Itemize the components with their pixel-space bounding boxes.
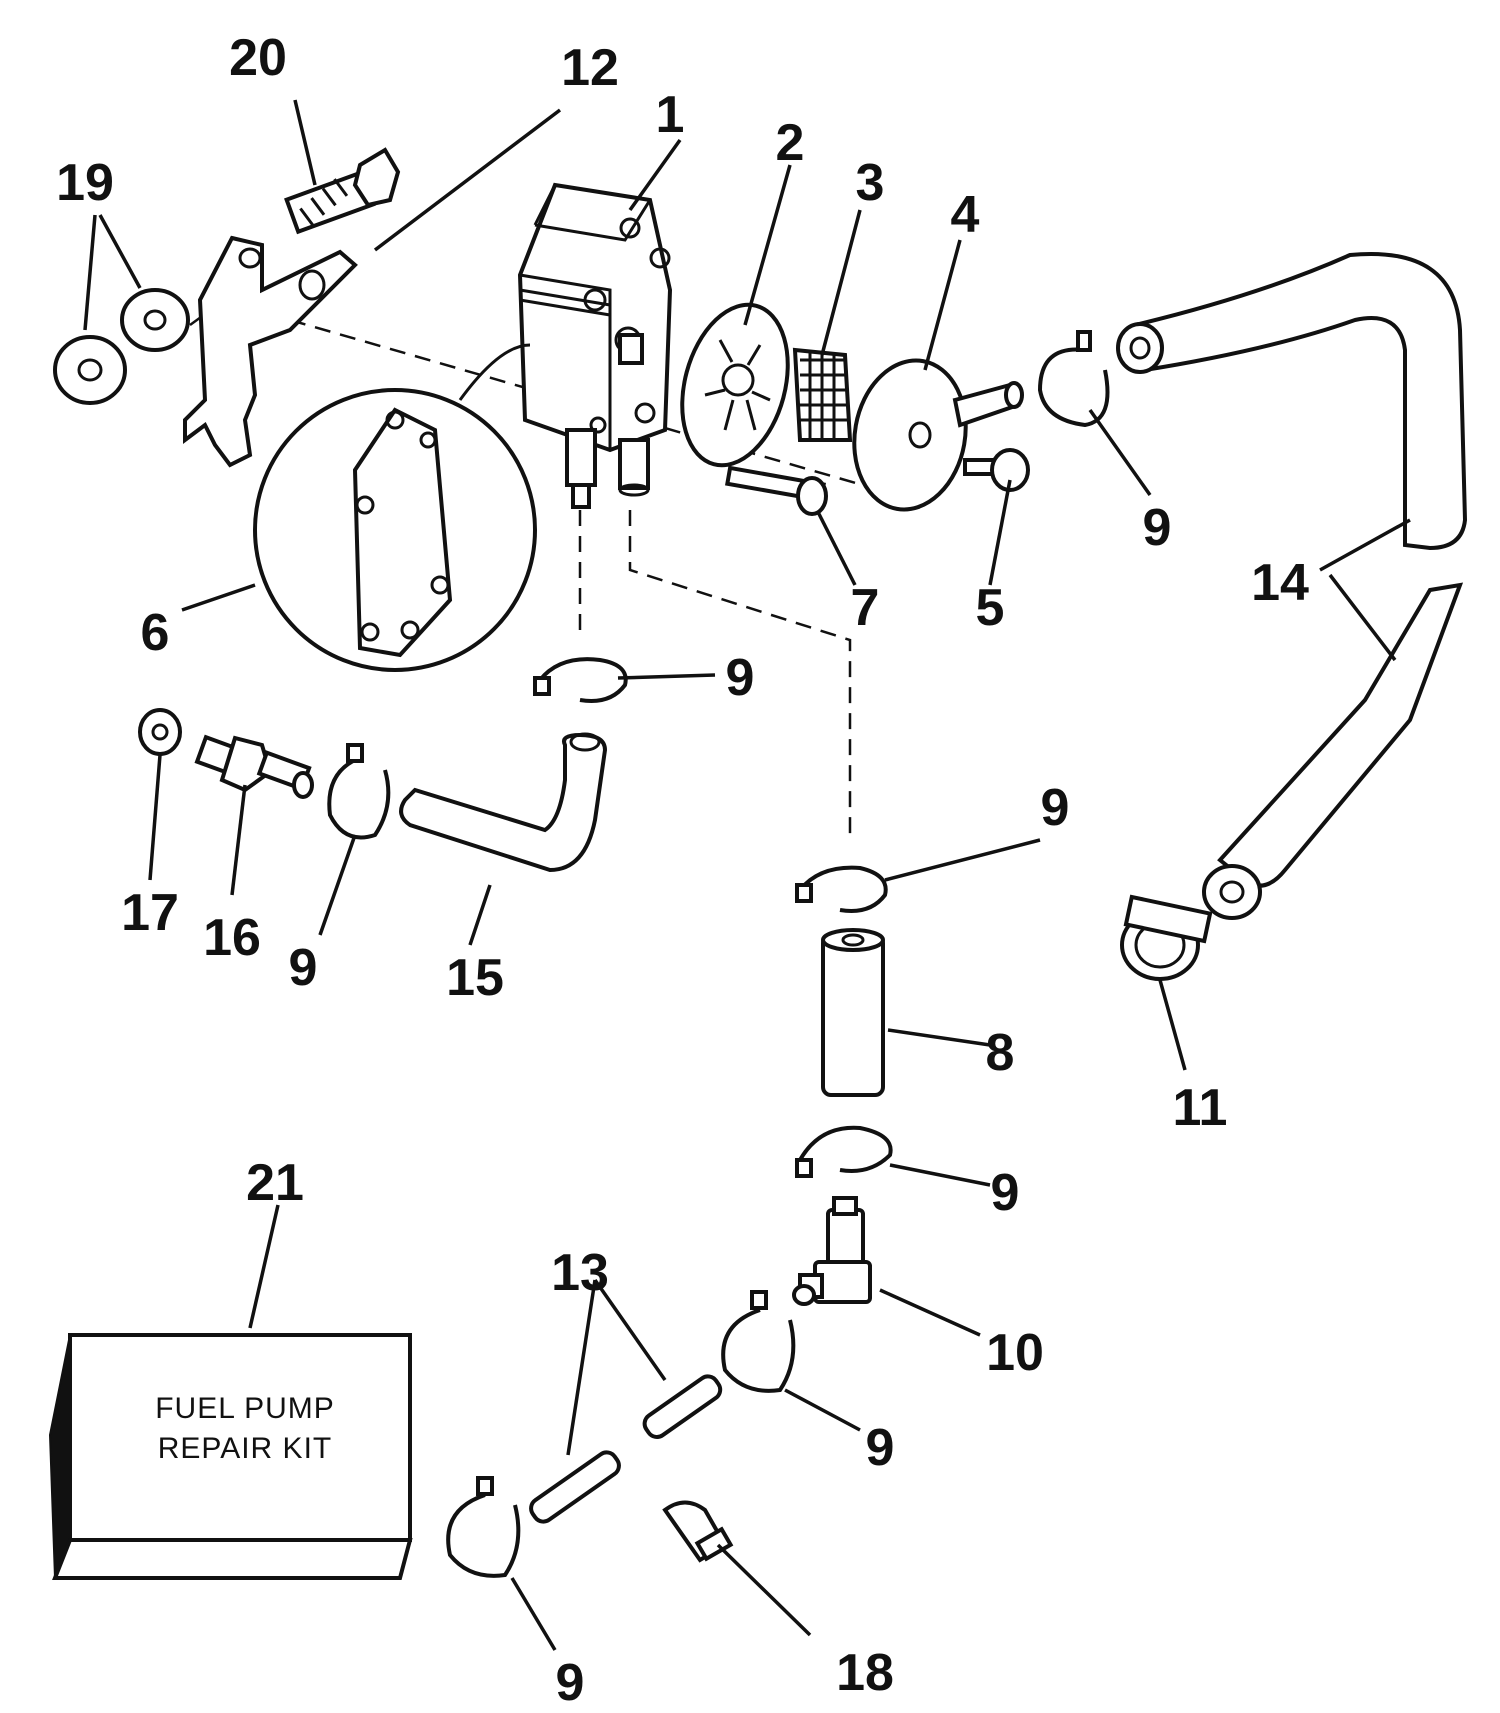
callout-10: 10 bbox=[986, 1324, 1044, 1382]
kit-label-line-2: REPAIR KIT bbox=[158, 1432, 332, 1465]
part-17-washer bbox=[138, 708, 182, 756]
leader-lines bbox=[83, 99, 1411, 1651]
callout-9e: 9 bbox=[991, 1164, 1020, 1222]
callout-6: 6 bbox=[141, 604, 170, 662]
callout-9d: 9 bbox=[1041, 779, 1070, 837]
part-9-clip-e bbox=[795, 1125, 893, 1178]
callout-15: 15 bbox=[446, 949, 504, 1007]
part-21-repair-kit-box bbox=[48, 1333, 413, 1580]
callout-9c: 9 bbox=[289, 939, 318, 997]
callout-1: 1 bbox=[656, 86, 685, 144]
callout-16: 16 bbox=[203, 909, 261, 967]
part-5-thumb-screw bbox=[963, 448, 1030, 492]
repair-kit-label: FUEL PUMP REPAIR KIT bbox=[155, 1392, 335, 1465]
callout-11: 11 bbox=[1173, 1079, 1228, 1137]
part-7-screw bbox=[725, 465, 828, 516]
callout-17: 17 bbox=[121, 884, 179, 942]
callout-21: 21 bbox=[246, 1154, 304, 1212]
callout-14: 14 bbox=[1251, 554, 1309, 612]
callout-13: 13 bbox=[551, 1244, 609, 1302]
part-1-fuel-pump bbox=[458, 182, 673, 509]
part-9-clip-c bbox=[327, 743, 391, 840]
part-9-clip-f bbox=[721, 1290, 796, 1393]
callout-5: 5 bbox=[976, 579, 1005, 637]
part-11-hose-clamp bbox=[1120, 894, 1213, 981]
callout-4: 4 bbox=[951, 186, 980, 244]
part-9-clip-g bbox=[446, 1476, 521, 1578]
part-16-fitting bbox=[194, 734, 314, 799]
callout-8: 8 bbox=[986, 1024, 1015, 1082]
part-8-hose-section bbox=[821, 928, 885, 1097]
part-9-clip-d bbox=[795, 865, 888, 913]
part-13-hose-pieces bbox=[529, 1374, 723, 1524]
callout-9f: 9 bbox=[866, 1419, 895, 1477]
part-15-elbow-hose bbox=[399, 732, 608, 873]
part-3-filter-screen bbox=[792, 347, 853, 442]
kit-label-line-1: FUEL PUMP bbox=[155, 1392, 335, 1425]
callout-19: 19 bbox=[56, 154, 114, 212]
callout-18: 18 bbox=[836, 1644, 894, 1702]
callout-12: 12 bbox=[561, 39, 619, 97]
part-6-gasket bbox=[253, 388, 537, 672]
part-14-hoses bbox=[1116, 252, 1468, 920]
part-12-bracket bbox=[183, 235, 358, 468]
callout-2: 2 bbox=[776, 114, 805, 172]
part-20-bolt bbox=[284, 147, 401, 235]
part-9-clip-b bbox=[533, 657, 628, 703]
part-4-cover bbox=[852, 358, 1024, 512]
callout-9g: 9 bbox=[556, 1654, 585, 1712]
part-2-valve-plate bbox=[680, 302, 790, 468]
callout-9b: 9 bbox=[726, 649, 755, 707]
part-18-clip bbox=[662, 1500, 734, 1563]
part-19-washers bbox=[53, 288, 190, 405]
callout-7: 7 bbox=[851, 579, 880, 637]
callout-3: 3 bbox=[856, 154, 885, 212]
callout-20: 20 bbox=[229, 29, 287, 87]
part-10-elbow-fitting bbox=[792, 1196, 872, 1306]
callout-numbers: 1 2 3 4 5 6 7 8 9 9 9 9 9 9 9 10 11 12 1… bbox=[56, 29, 1309, 1712]
part-9-clip-a bbox=[1037, 330, 1110, 428]
callout-9a: 9 bbox=[1143, 499, 1172, 557]
